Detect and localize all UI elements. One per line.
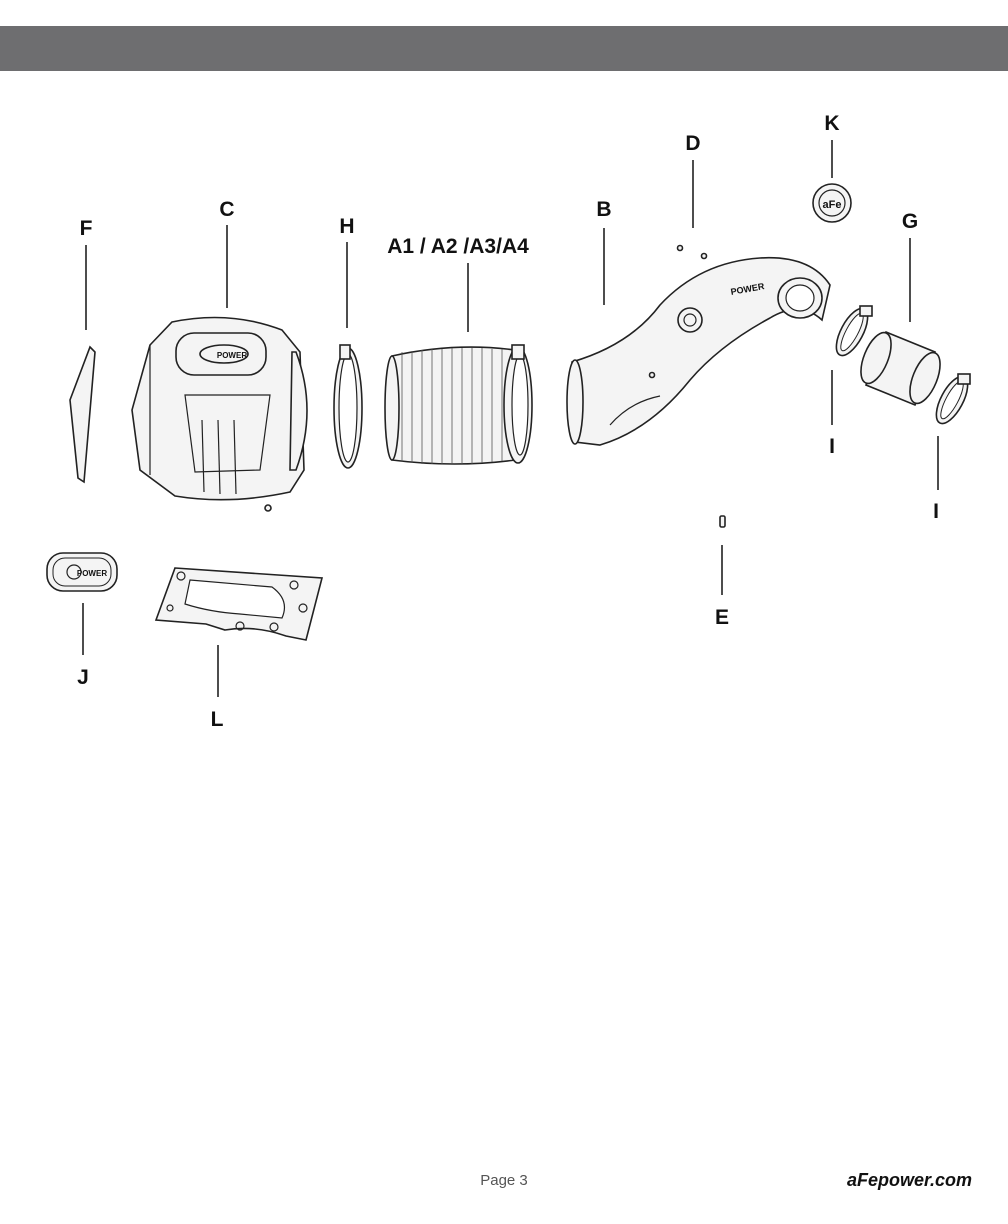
part-h-clamp: [333, 344, 363, 469]
part-j-badge: POWER: [46, 552, 118, 592]
website-link[interactable]: aFepower.com: [846, 1170, 972, 1190]
label-l: L: [211, 708, 224, 731]
label-g: G: [902, 210, 918, 233]
part-e-fitting: [719, 515, 726, 528]
part-l-gasket: [154, 567, 324, 641]
label-b: B: [596, 198, 611, 221]
label-c: C: [219, 198, 234, 221]
label-k: K: [824, 112, 839, 135]
part-g-coupler: [860, 330, 941, 407]
label-h: H: [339, 215, 354, 238]
airbox-logo-text: POWER: [217, 351, 247, 360]
label-i-1: I: [829, 435, 835, 458]
part-d-screws: [676, 244, 708, 260]
part-c-airbox: POWER: [131, 316, 308, 512]
part-f-sheet: [69, 345, 96, 484]
part-i-clamp-1: [835, 305, 873, 357]
label-e: E: [715, 606, 729, 629]
part-i-clamp-2: [935, 373, 971, 425]
badge-logo-text: POWER: [77, 569, 107, 578]
label-i-2: I: [933, 500, 939, 523]
part-k-cap: aFe: [812, 183, 852, 223]
part-a-filter: [384, 344, 533, 465]
label-f: F: [80, 217, 93, 240]
page-number: Page 3: [480, 1172, 528, 1189]
label-a: A1 / A2 /A3/A4: [387, 235, 529, 258]
label-j: J: [77, 666, 89, 689]
header-band: [0, 26, 1008, 71]
part-b-intake-tube: POWER: [566, 256, 831, 446]
cap-logo-text: aFe: [823, 199, 842, 211]
label-d: D: [685, 132, 700, 155]
